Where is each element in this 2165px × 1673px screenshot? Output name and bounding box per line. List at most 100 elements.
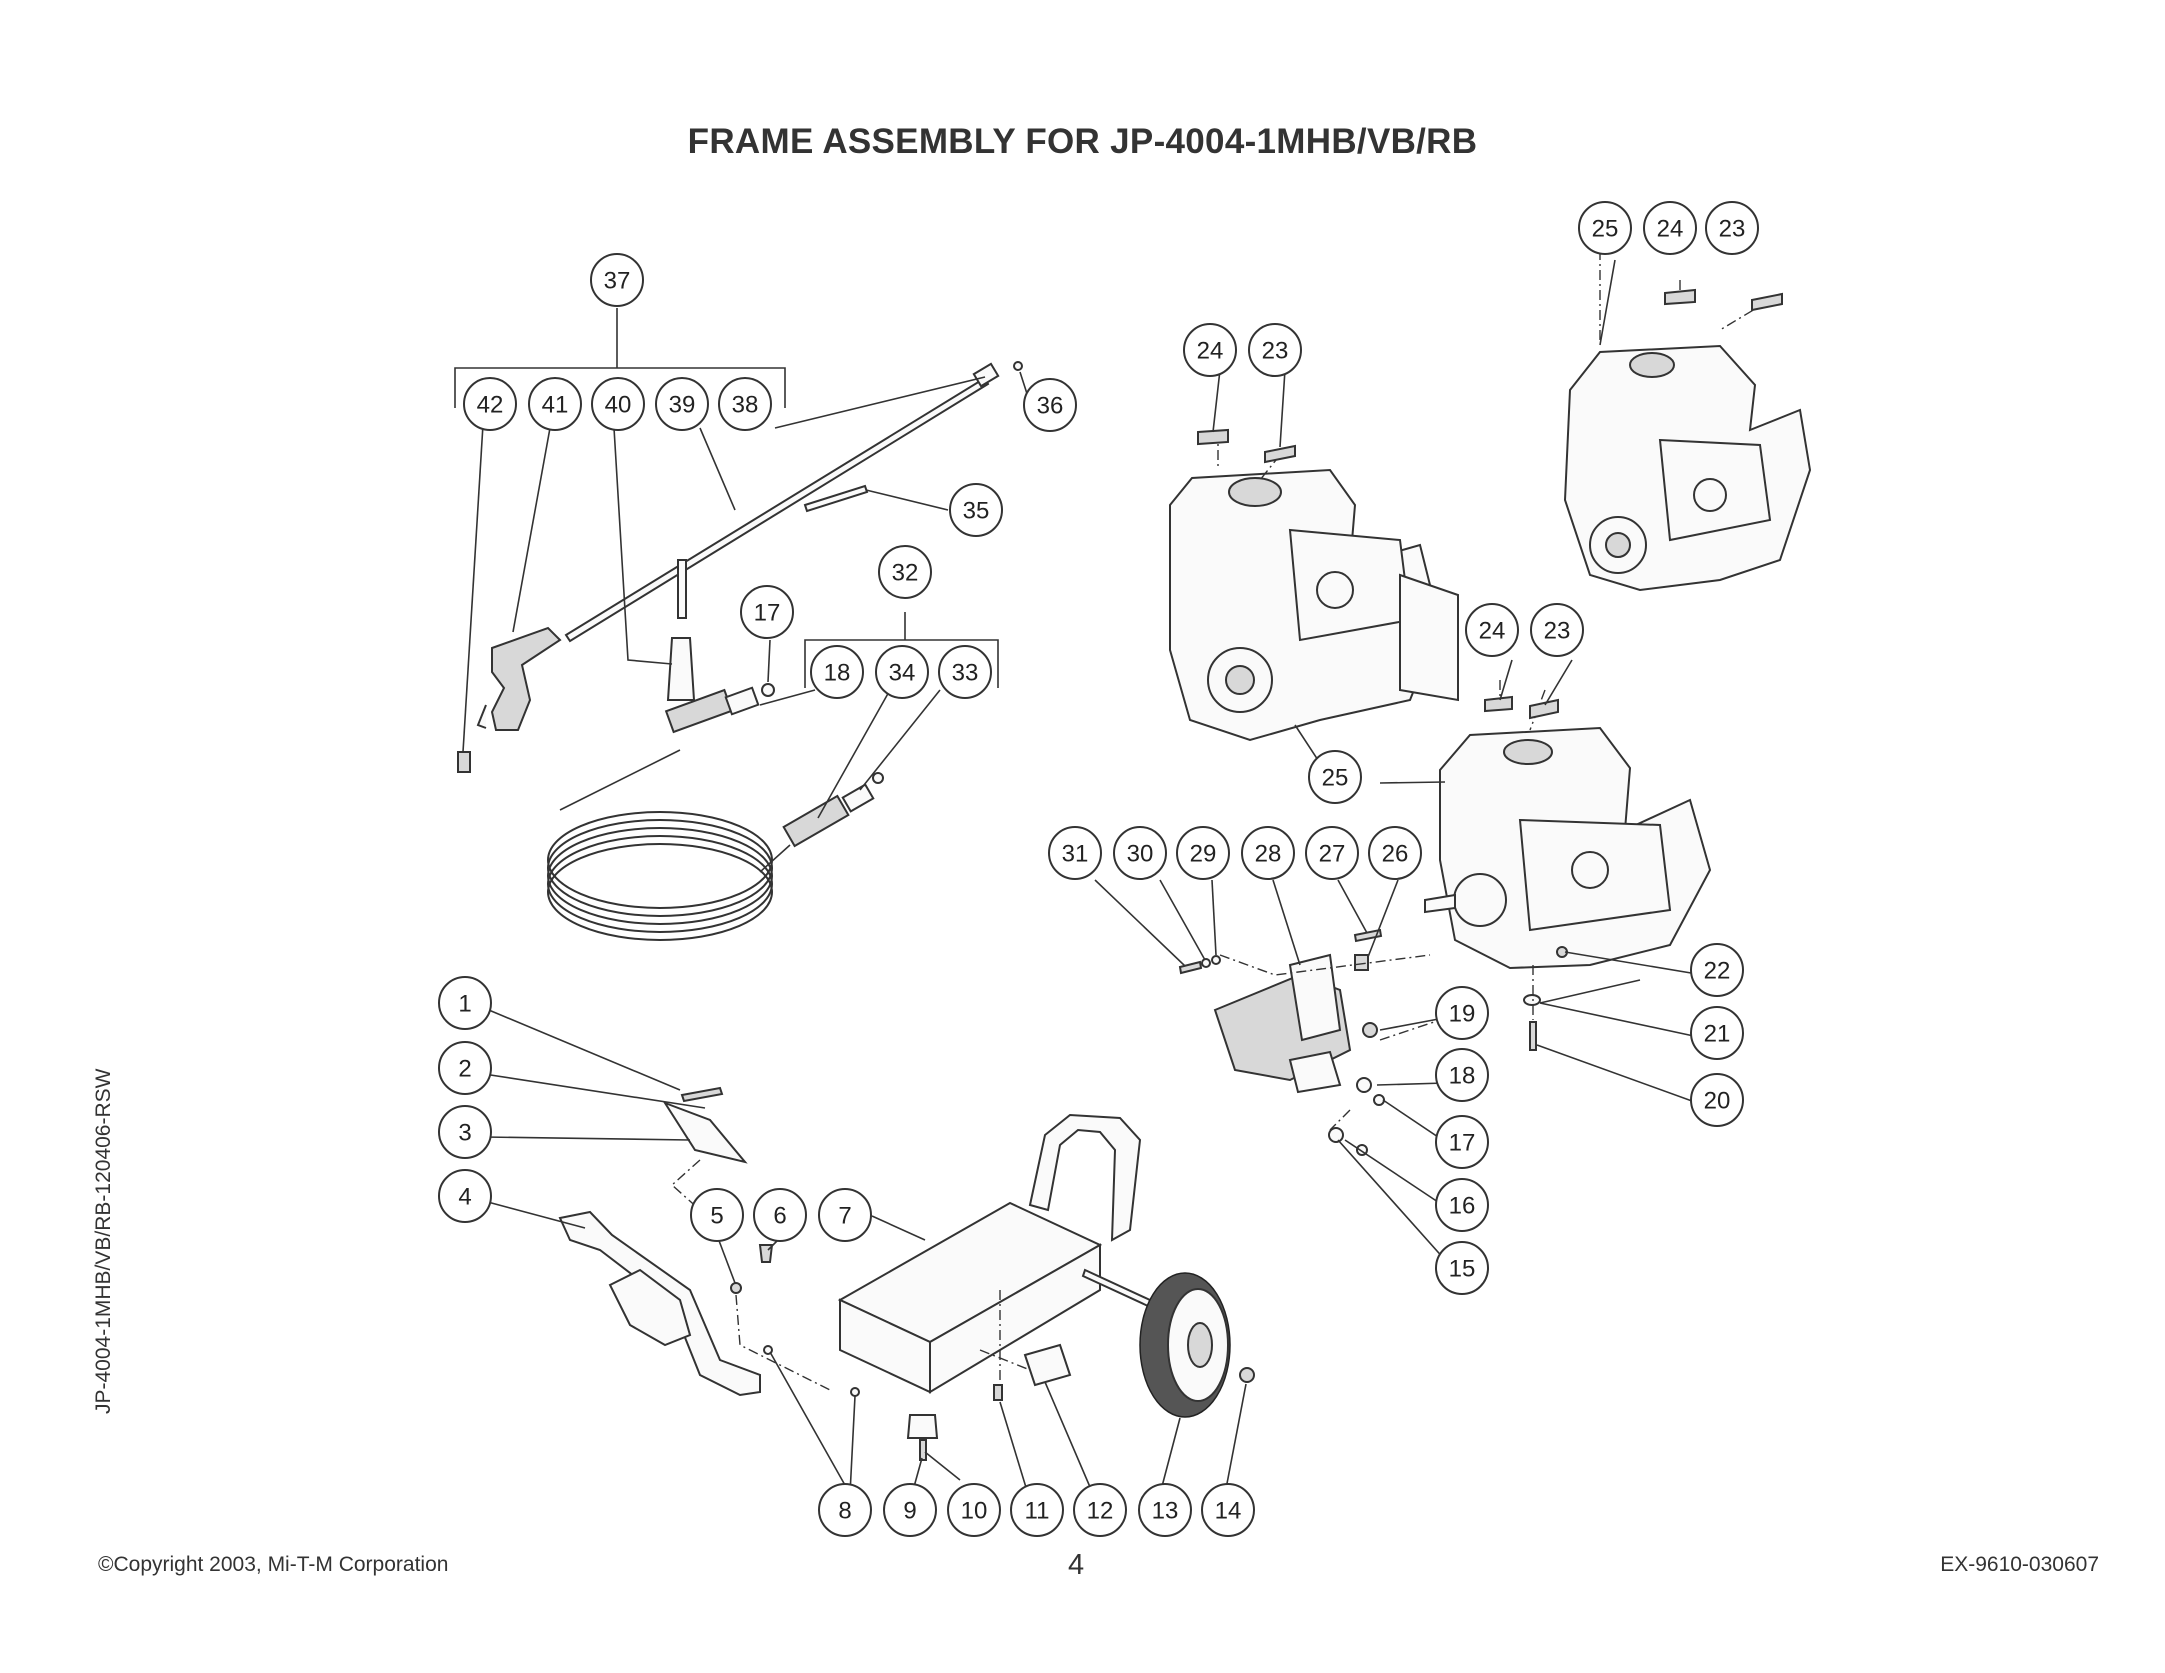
callout-number: 23 [1544,618,1571,645]
callout-number: 41 [542,392,569,419]
callout-circle [1465,603,1519,657]
callout-number: 36 [1037,393,1064,420]
frame-cart-assembly [558,1086,1255,1461]
callout-circle [947,1483,1001,1537]
callout-circle [1048,826,1102,880]
callout-number: 17 [754,600,781,627]
callout-circle [1435,1048,1489,1102]
callout-circle [1176,826,1230,880]
callout-circle [818,1483,872,1537]
callout-37: 37 [590,253,644,307]
callout-circle [1138,1483,1192,1537]
callout-circle [1690,1073,1744,1127]
engine-front-view [1424,680,1712,1051]
callout-circle [1435,1178,1489,1232]
callout-11: 11 [1010,1483,1064,1537]
callout-42: 42 [463,377,517,431]
callout-32: 32 [878,545,932,599]
page-title: FRAME ASSEMBLY FOR JP-4004-1MHB/VB/RB [687,122,1478,161]
callout-circle [818,1188,872,1242]
callout-circle [1113,826,1167,880]
callout-number: 39 [669,392,696,419]
callout-24: 24 [1643,201,1697,255]
callout-circle [438,976,492,1030]
callout-circle [1368,826,1422,880]
callout-number: 9 [903,1498,916,1525]
callout-number: 26 [1382,841,1409,868]
callout-21: 21 [1690,1006,1744,1060]
callout-number: 24 [1197,338,1224,365]
callout-number: 37 [604,268,631,295]
callout-number: 8 [838,1498,851,1525]
callout-number: 31 [1062,841,1089,868]
callout-circle [1690,1006,1744,1060]
callout-circle [1530,603,1584,657]
callout-8: 8 [818,1483,872,1537]
callout-circle [878,545,932,599]
callout-circle [875,645,929,699]
callout-18: 18 [1435,1048,1489,1102]
callout-20: 20 [1690,1073,1744,1127]
callout-41: 41 [528,377,582,431]
callout-17: 17 [740,585,794,639]
gun-wand-hose-group [454,308,1031,941]
callout-3: 3 [438,1105,492,1159]
callout-number: 21 [1704,1021,1731,1048]
callout-circle [1010,1483,1064,1537]
callout-circle [938,645,992,699]
callout-number: 18 [824,660,851,687]
callout-15: 15 [1435,1241,1489,1295]
callout-30: 30 [1113,826,1167,880]
callout-circle [1073,1483,1127,1537]
callout-10: 10 [947,1483,1001,1537]
callout-number: 25 [1592,216,1619,243]
callout-circle [438,1041,492,1095]
callout-number: 34 [889,660,916,687]
callout-circle [1435,1241,1489,1295]
callout-number: 12 [1087,1498,1114,1525]
callout-9: 9 [883,1483,937,1537]
callout-18: 18 [810,645,864,699]
callout-circle [1690,943,1744,997]
callout-circle [1308,750,1362,804]
callout-circle [810,645,864,699]
callout-circle [1305,826,1359,880]
callout-number: 24 [1657,216,1684,243]
callout-number: 13 [1152,1498,1179,1525]
callout-number: 38 [732,392,759,419]
callout-number: 7 [838,1203,851,1230]
pump-assembly [1094,879,1455,1271]
callout-1: 1 [438,976,492,1030]
callout-24: 24 [1465,603,1519,657]
engine-rear-view [1169,428,1459,742]
callout-circle [690,1188,744,1242]
callout-number: 15 [1449,1256,1476,1283]
callout-22: 22 [1690,943,1744,997]
callout-circle [655,377,709,431]
callout-number: 10 [961,1498,988,1525]
callout-number: 14 [1215,1498,1242,1525]
callout-38: 38 [718,377,772,431]
callout-circle [718,377,772,431]
callout-16: 16 [1435,1178,1489,1232]
callout-circle [1183,323,1237,377]
callout-2: 2 [438,1041,492,1095]
callout-40: 40 [591,377,645,431]
callout-28: 28 [1241,826,1295,880]
page-number: 4 [1068,1549,1085,1581]
callout-number: 40 [605,392,632,419]
callout-33: 33 [938,645,992,699]
copyright-notice: ©Copyright 2003, Mi-T-M Corporation [98,1553,449,1576]
callout-number: 33 [952,660,979,687]
callout-circle [740,585,794,639]
callout-circle [528,377,582,431]
callout-6: 6 [753,1188,807,1242]
callout-17: 17 [1435,1115,1489,1169]
callout-29: 29 [1176,826,1230,880]
callout-number: 28 [1255,841,1282,868]
callout-circle [1248,323,1302,377]
callout-number: 19 [1449,1001,1476,1028]
